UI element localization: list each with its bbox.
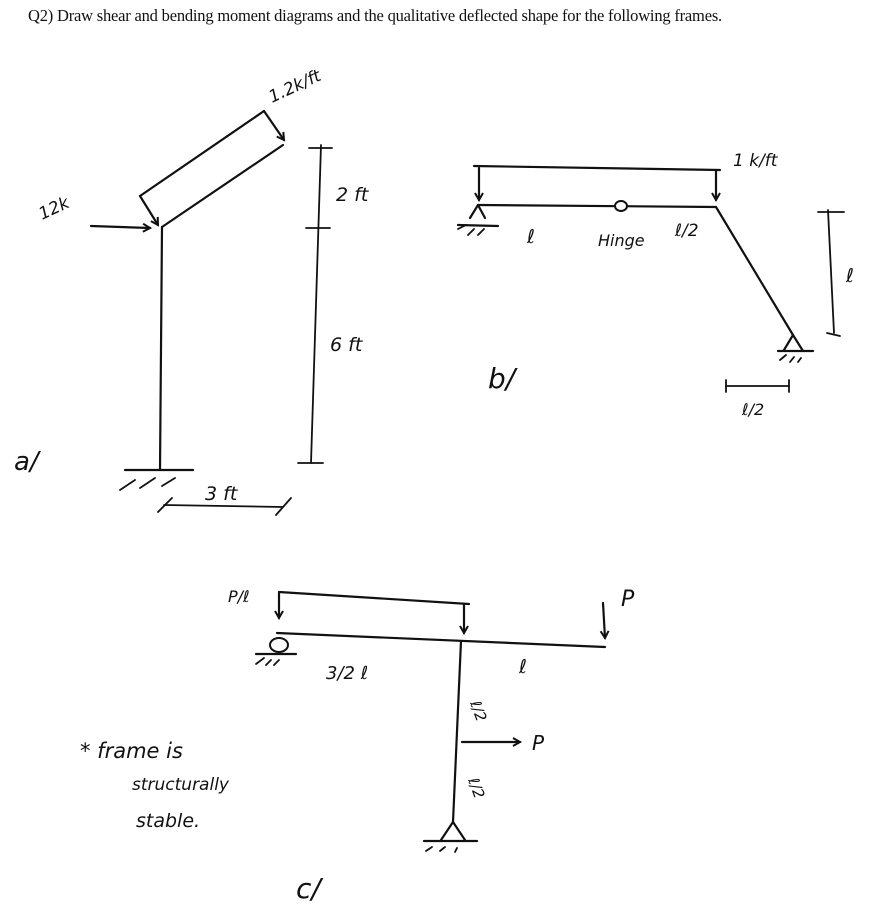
note-line-3: stable. (136, 810, 200, 832)
frame-a-inclined-member (160, 143, 285, 229)
frame-c-column (451, 639, 463, 824)
span-right-label: ℓ/2 (674, 221, 699, 241)
frame-c-label: c/ (296, 872, 323, 905)
dimension-line-vertical (297, 144, 333, 464)
point-load-arrow-icon (603, 601, 605, 638)
frame-a-label: a/ (14, 447, 42, 477)
fixed-support-icon (119, 468, 195, 491)
distributed-load-label: P/ℓ (228, 587, 250, 606)
distributed-load-label: 1.2k/ft (266, 65, 326, 107)
dim-horizontal-label: ℓ/2 (741, 400, 764, 419)
note-line-1: * frame is (80, 739, 183, 763)
dimension-line-horizontal (725, 379, 790, 393)
point-load-label: 12k (36, 193, 74, 225)
roller-support-icon (254, 637, 298, 666)
frame-b-beam (476, 203, 718, 209)
dim-upper-label: 2 ft (336, 184, 370, 206)
pin-support-bottom-icon (422, 820, 479, 853)
distributed-load-label: 1 k/ft (733, 151, 779, 171)
frame-b: 1 k/ft ℓ Hinge ℓ/2 ℓ ℓ/2 b/ (456, 151, 854, 419)
distributed-load-icon (472, 164, 722, 200)
frame-b-inclined-leg (714, 205, 795, 337)
dimension-line-horizontal (157, 497, 292, 516)
hinge-label: Hinge (598, 231, 645, 250)
span-left-label: 3/2 ℓ (326, 663, 368, 684)
span-right-label: ℓ (518, 656, 527, 678)
frame-c: P/ℓ P 3/2 ℓ ℓ ℓ/2 ℓ/2 P * frame is struc… (80, 587, 635, 905)
frame-b-label: b/ (488, 362, 518, 395)
frame-a: 12k 1.2k/ft 2 ft 6 ft 3 ft a/ (14, 65, 370, 516)
hinge-icon (614, 200, 628, 212)
lateral-load-label: P (532, 731, 545, 755)
frame-c-beam (275, 631, 607, 649)
pin-support-right-icon (776, 333, 815, 363)
span-left-label: ℓ (526, 226, 535, 248)
distributed-load-icon (279, 590, 471, 633)
dimension-line-vertical (817, 209, 845, 337)
frame-a-column (158, 225, 164, 472)
point-load-arrow-icon (89, 226, 150, 228)
dim-lower-label: 6 ft (330, 334, 364, 356)
point-load-top-label: P (621, 587, 635, 612)
distributed-load-icon (138, 109, 284, 225)
question-text: Q2) Draw shear and bending moment diagra… (28, 6, 722, 25)
dim-vertical-label: ℓ (845, 265, 854, 287)
dim-horizontal-label: 3 ft (205, 483, 239, 505)
col-upper-label: ℓ/2 (466, 697, 490, 724)
pin-support-left-icon (456, 203, 500, 236)
note-line-2: structurally (132, 775, 230, 795)
col-lower-label: ℓ/2 (464, 774, 488, 801)
